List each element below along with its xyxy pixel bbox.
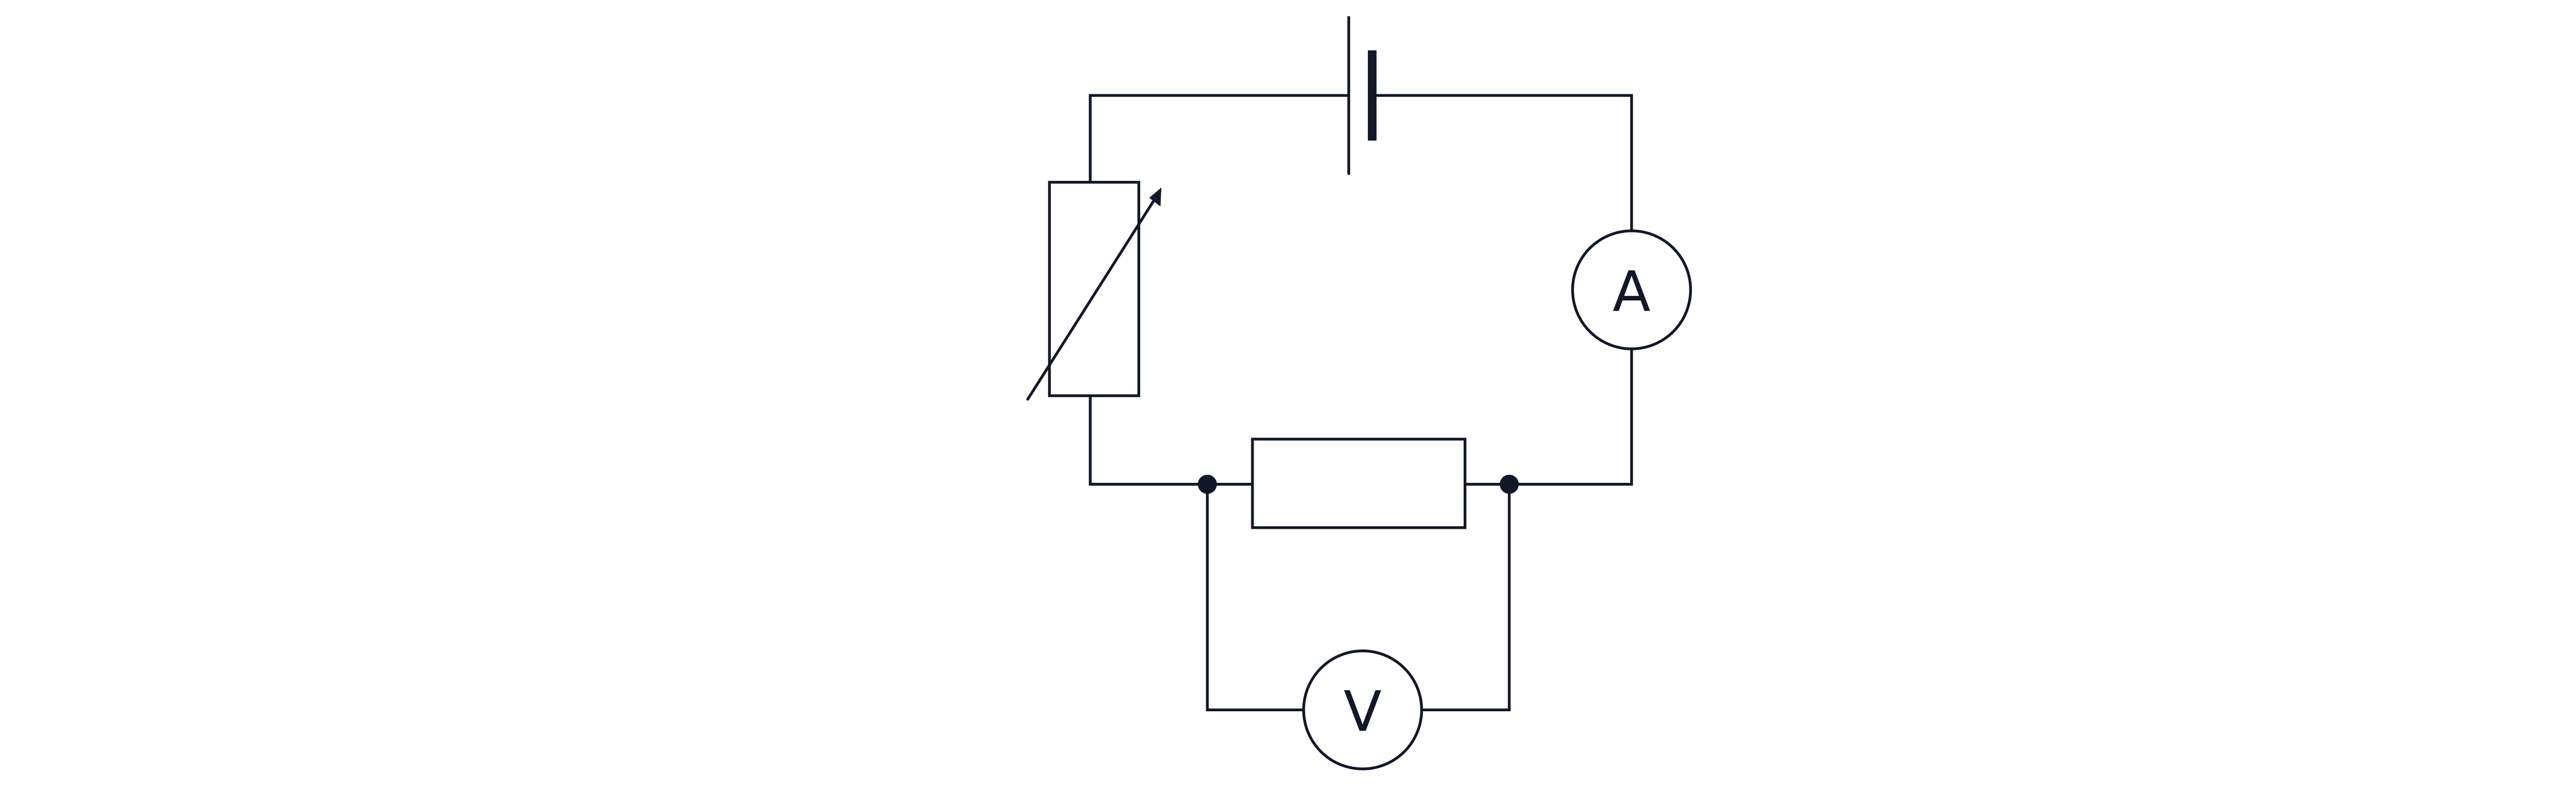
- variable-resistor: [1026, 180, 1162, 401]
- battery-cell: [1347, 15, 1377, 175]
- wire-voltmeter-left: [1206, 482, 1306, 712]
- wire-bottom-right: [1463, 347, 1633, 486]
- voltmeter: V: [1302, 649, 1423, 770]
- wire-top-left: [1089, 94, 1350, 184]
- voltmeter-label: V: [1344, 680, 1382, 744]
- ammeter-circle: [1571, 229, 1692, 350]
- arrow-head-icon: [1149, 187, 1162, 207]
- ammeter: A: [1571, 229, 1692, 350]
- wire-bottom-left: [1089, 394, 1253, 486]
- voltmeter-circle: [1302, 649, 1423, 770]
- variable-resistor-arrow: [1026, 198, 1156, 401]
- variable-resistor-body: [1048, 180, 1141, 397]
- wire-voltmeter-right: [1420, 482, 1511, 712]
- wire-top-right: [1370, 94, 1633, 232]
- fixed-resistor: [1251, 438, 1467, 529]
- ammeter-label: A: [1613, 260, 1651, 324]
